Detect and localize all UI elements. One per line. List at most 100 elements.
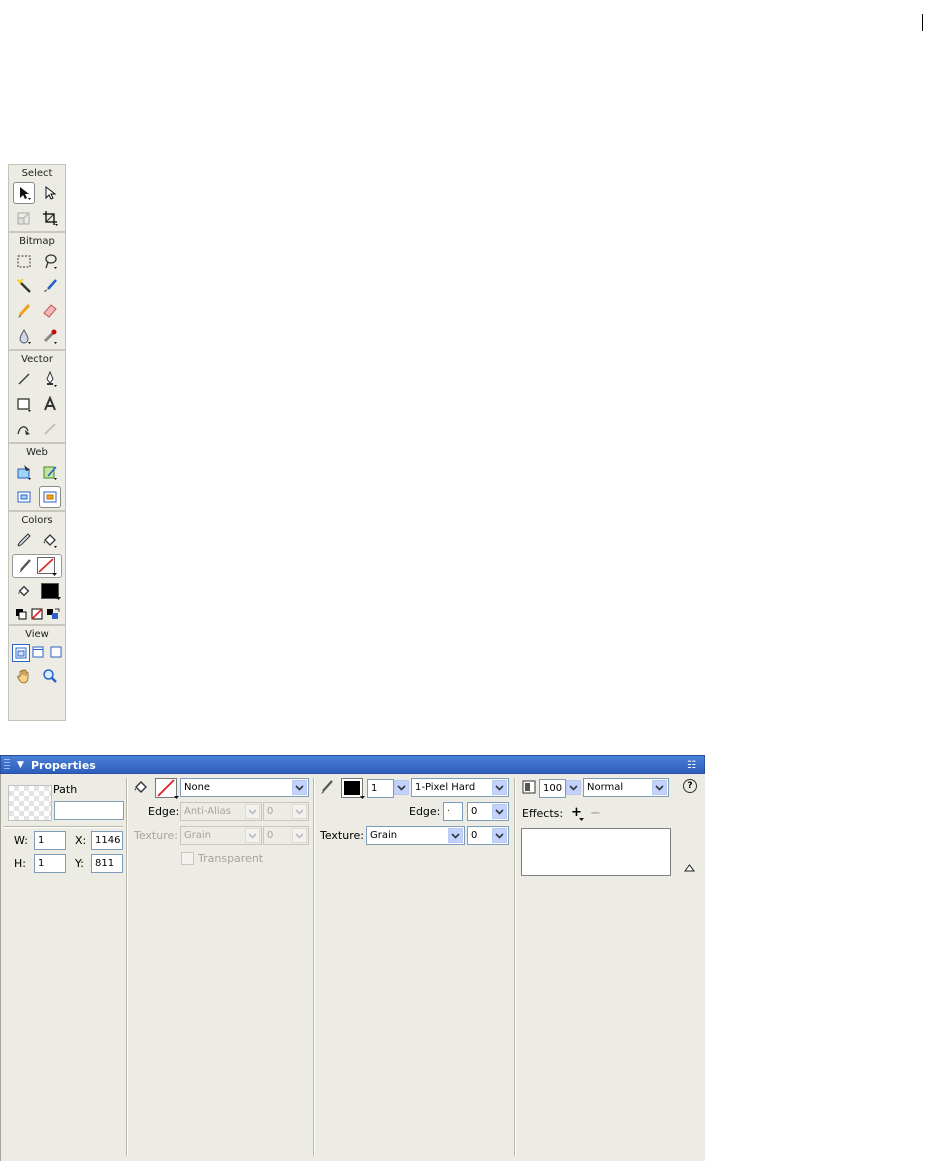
full-screen-mode-icon[interactable] <box>48 644 64 660</box>
view-section: View <box>9 626 65 689</box>
colors-section-title: Colors <box>21 515 53 526</box>
tools-panel: Select Bitmap <box>8 164 66 721</box>
height-input[interactable]: 1 <box>34 854 66 873</box>
chevron-down-icon[interactable] <box>292 780 307 795</box>
full-screen-menus-icon[interactable] <box>30 644 46 660</box>
stroke-texture-label: Texture: <box>320 829 364 842</box>
stroke-size-input[interactable]: 1 <box>367 779 394 798</box>
fill-color-swatch[interactable] <box>37 557 57 576</box>
pointer-tool-icon[interactable] <box>13 182 35 204</box>
add-effect-icon[interactable]: + <box>571 805 582 820</box>
pen-tool-icon[interactable] <box>39 368 61 390</box>
expand-panel-icon[interactable] <box>684 864 695 872</box>
effects-list[interactable] <box>521 828 671 876</box>
x-input[interactable]: 1146 <box>91 831 123 850</box>
effects-label: Effects: <box>522 807 564 820</box>
blur-tool-icon[interactable] <box>13 325 35 347</box>
eraser-tool-icon[interactable] <box>39 300 61 322</box>
lasso-tool-icon[interactable] <box>39 250 61 272</box>
chevron-down-icon[interactable] <box>448 828 463 843</box>
fill-bucket-small-icon[interactable] <box>13 580 35 602</box>
fill-edge-select[interactable]: Anti-Alias <box>180 802 262 821</box>
properties-body: Path W: 1 X: 1146 H: 1 Y: 811 None Edge:… <box>0 774 705 1161</box>
view-section-title: View <box>25 629 49 640</box>
stroke-texture-select[interactable]: Grain <box>366 826 465 845</box>
show-hotspots-icon[interactable] <box>39 486 61 508</box>
freeform-tool-icon[interactable] <box>13 418 35 440</box>
chevron-down-icon[interactable] <box>292 804 307 819</box>
object-type-label: Path <box>53 783 78 796</box>
rubber-stamp-tool-icon[interactable] <box>39 325 61 347</box>
chevron-down-icon[interactable] <box>245 828 260 843</box>
select-section-title: Select <box>21 168 53 179</box>
help-icon[interactable]: ? <box>683 779 697 793</box>
marquee-tool-icon[interactable] <box>13 250 35 272</box>
collapse-arrow-icon[interactable]: ▼ <box>17 760 24 770</box>
knife-tool-icon[interactable] <box>39 418 61 440</box>
default-colors-icon[interactable] <box>13 606 28 621</box>
rectangle-tool-icon[interactable] <box>13 393 35 415</box>
hide-hotspots-icon[interactable] <box>13 486 35 508</box>
vector-section: Vector <box>9 351 65 444</box>
chevron-down-icon[interactable] <box>492 780 507 795</box>
bitmap-section-title: Bitmap <box>19 236 55 247</box>
vector-section-title: Vector <box>21 354 53 365</box>
zoom-tool-icon[interactable] <box>39 665 61 687</box>
hand-tool-icon[interactable] <box>13 665 35 687</box>
stroke-swatch[interactable] <box>341 778 365 799</box>
blend-mode-select[interactable]: Normal <box>583 778 669 797</box>
magic-wand-tool-icon[interactable] <box>13 275 35 297</box>
panel-options-menu-icon[interactable]: ☷ <box>687 760 696 771</box>
stroke-texture-amount[interactable]: 0 <box>467 826 509 845</box>
object-name-input[interactable] <box>54 801 124 820</box>
line-tool-icon[interactable] <box>13 368 35 390</box>
stroke-type-select[interactable]: 1-Pixel Hard <box>411 778 509 797</box>
chevron-down-icon[interactable] <box>492 828 507 843</box>
eyedropper-tool-icon[interactable] <box>13 529 35 551</box>
fill-bucket-icon <box>133 779 149 798</box>
text-tool-icon[interactable] <box>39 393 61 415</box>
crop-tool-icon[interactable] <box>39 207 61 229</box>
brush-tool-icon[interactable] <box>39 275 61 297</box>
width-input[interactable]: 1 <box>34 831 66 850</box>
fill-type-select[interactable]: None <box>180 778 309 797</box>
blend-mode-value: Normal <box>587 782 624 793</box>
remove-effect-icon[interactable]: − <box>590 806 601 821</box>
fill-texture-select[interactable]: Grain <box>180 826 262 845</box>
slice-tool-icon[interactable] <box>39 461 61 483</box>
chevron-down-icon[interactable] <box>292 828 307 843</box>
y-input[interactable]: 811 <box>91 854 123 873</box>
y-label: Y: <box>75 857 84 870</box>
hotspot-tool-icon[interactable] <box>13 461 35 483</box>
paint-bucket-tool-icon[interactable] <box>39 529 61 551</box>
stroke-size-dropdown[interactable] <box>394 780 409 795</box>
pencil-tool-icon[interactable] <box>13 300 35 322</box>
swap-colors-icon[interactable] <box>45 606 60 621</box>
web-section-title: Web <box>26 447 48 458</box>
stroke-edge-label: Edge: <box>409 805 441 818</box>
chevron-down-icon[interactable] <box>492 804 507 819</box>
fill-swatch[interactable] <box>155 778 179 799</box>
opacity-dropdown[interactable] <box>566 780 581 795</box>
no-color-icon[interactable] <box>29 606 44 621</box>
text-cursor <box>922 14 923 31</box>
properties-titlebar[interactable]: ▼ Properties ☷ <box>0 755 705 774</box>
fill-texture-label: Texture: <box>134 829 178 842</box>
fill-edge-value: Anti-Alias <box>184 806 232 817</box>
stroke-type-value: 1-Pixel Hard <box>415 782 476 793</box>
fill-texture-amount[interactable]: 0 <box>263 826 309 845</box>
chevron-down-icon[interactable] <box>245 804 260 819</box>
transparent-checkbox[interactable] <box>181 852 194 865</box>
standard-screen-mode-icon[interactable] <box>12 644 30 662</box>
panel-grip-icon[interactable] <box>4 759 10 771</box>
opacity-input[interactable]: 100 <box>539 779 566 798</box>
scale-tool-icon[interactable] <box>13 207 35 229</box>
fill-edge-amount[interactable]: 0 <box>263 802 309 821</box>
fill-edge-label: Edge: <box>148 805 180 818</box>
stroke-color-swatch[interactable] <box>39 580 61 602</box>
chevron-down-icon[interactable] <box>652 780 667 795</box>
subselection-tool-icon[interactable] <box>39 182 61 204</box>
stroke-edge-amount[interactable]: 0 <box>467 802 509 821</box>
stroke-color-icon[interactable] <box>17 558 33 577</box>
select-section: Select <box>9 165 65 233</box>
